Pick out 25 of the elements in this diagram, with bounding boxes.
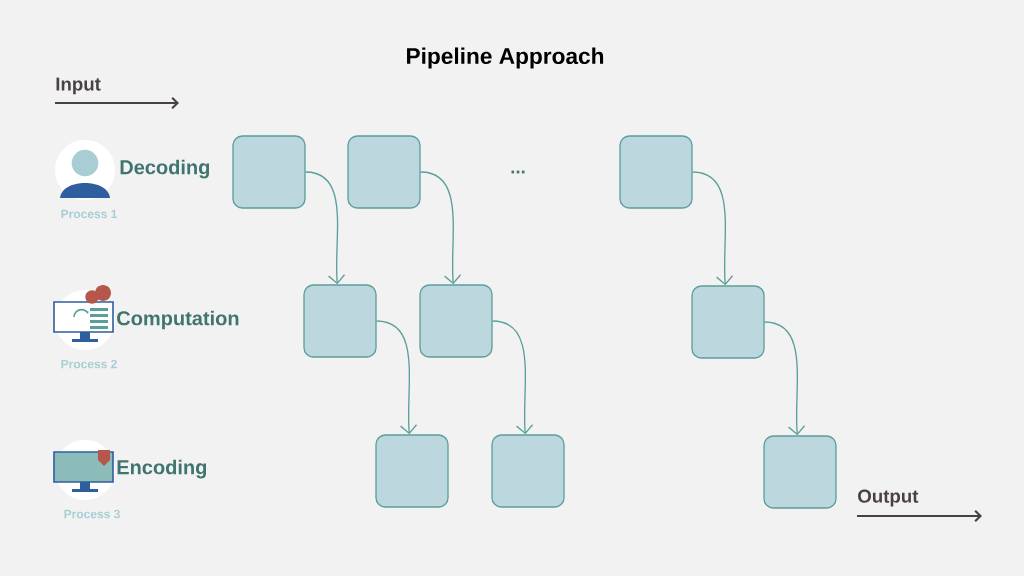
stage-box [232,135,306,209]
process-name: Decoding [120,159,210,179]
label-text: Input [56,77,101,95]
curved-arrow [420,171,462,285]
process-number: Process 1 [61,209,117,219]
stage-box [763,435,837,509]
curved-arrow [692,171,734,286]
stage-box [303,284,377,358]
process-number: Process 2 [61,359,117,369]
label-text: Output [858,489,919,507]
stage-box [491,434,565,508]
stage-box [419,284,493,358]
curved-arrow [376,320,418,435]
stage-box [375,434,449,508]
process-number: Process 3 [64,509,120,519]
curved-arrow [492,320,534,435]
process-name: Computation [117,310,239,330]
stage-box [619,135,693,209]
stage-box [347,135,421,209]
curved-arrow [305,171,346,285]
process-name: Encoding [117,459,207,479]
curved-arrow [764,321,806,436]
ellipsis-text: ... [511,170,525,174]
stage-box [691,285,765,359]
title: Pipeline Approach [407,47,604,69]
